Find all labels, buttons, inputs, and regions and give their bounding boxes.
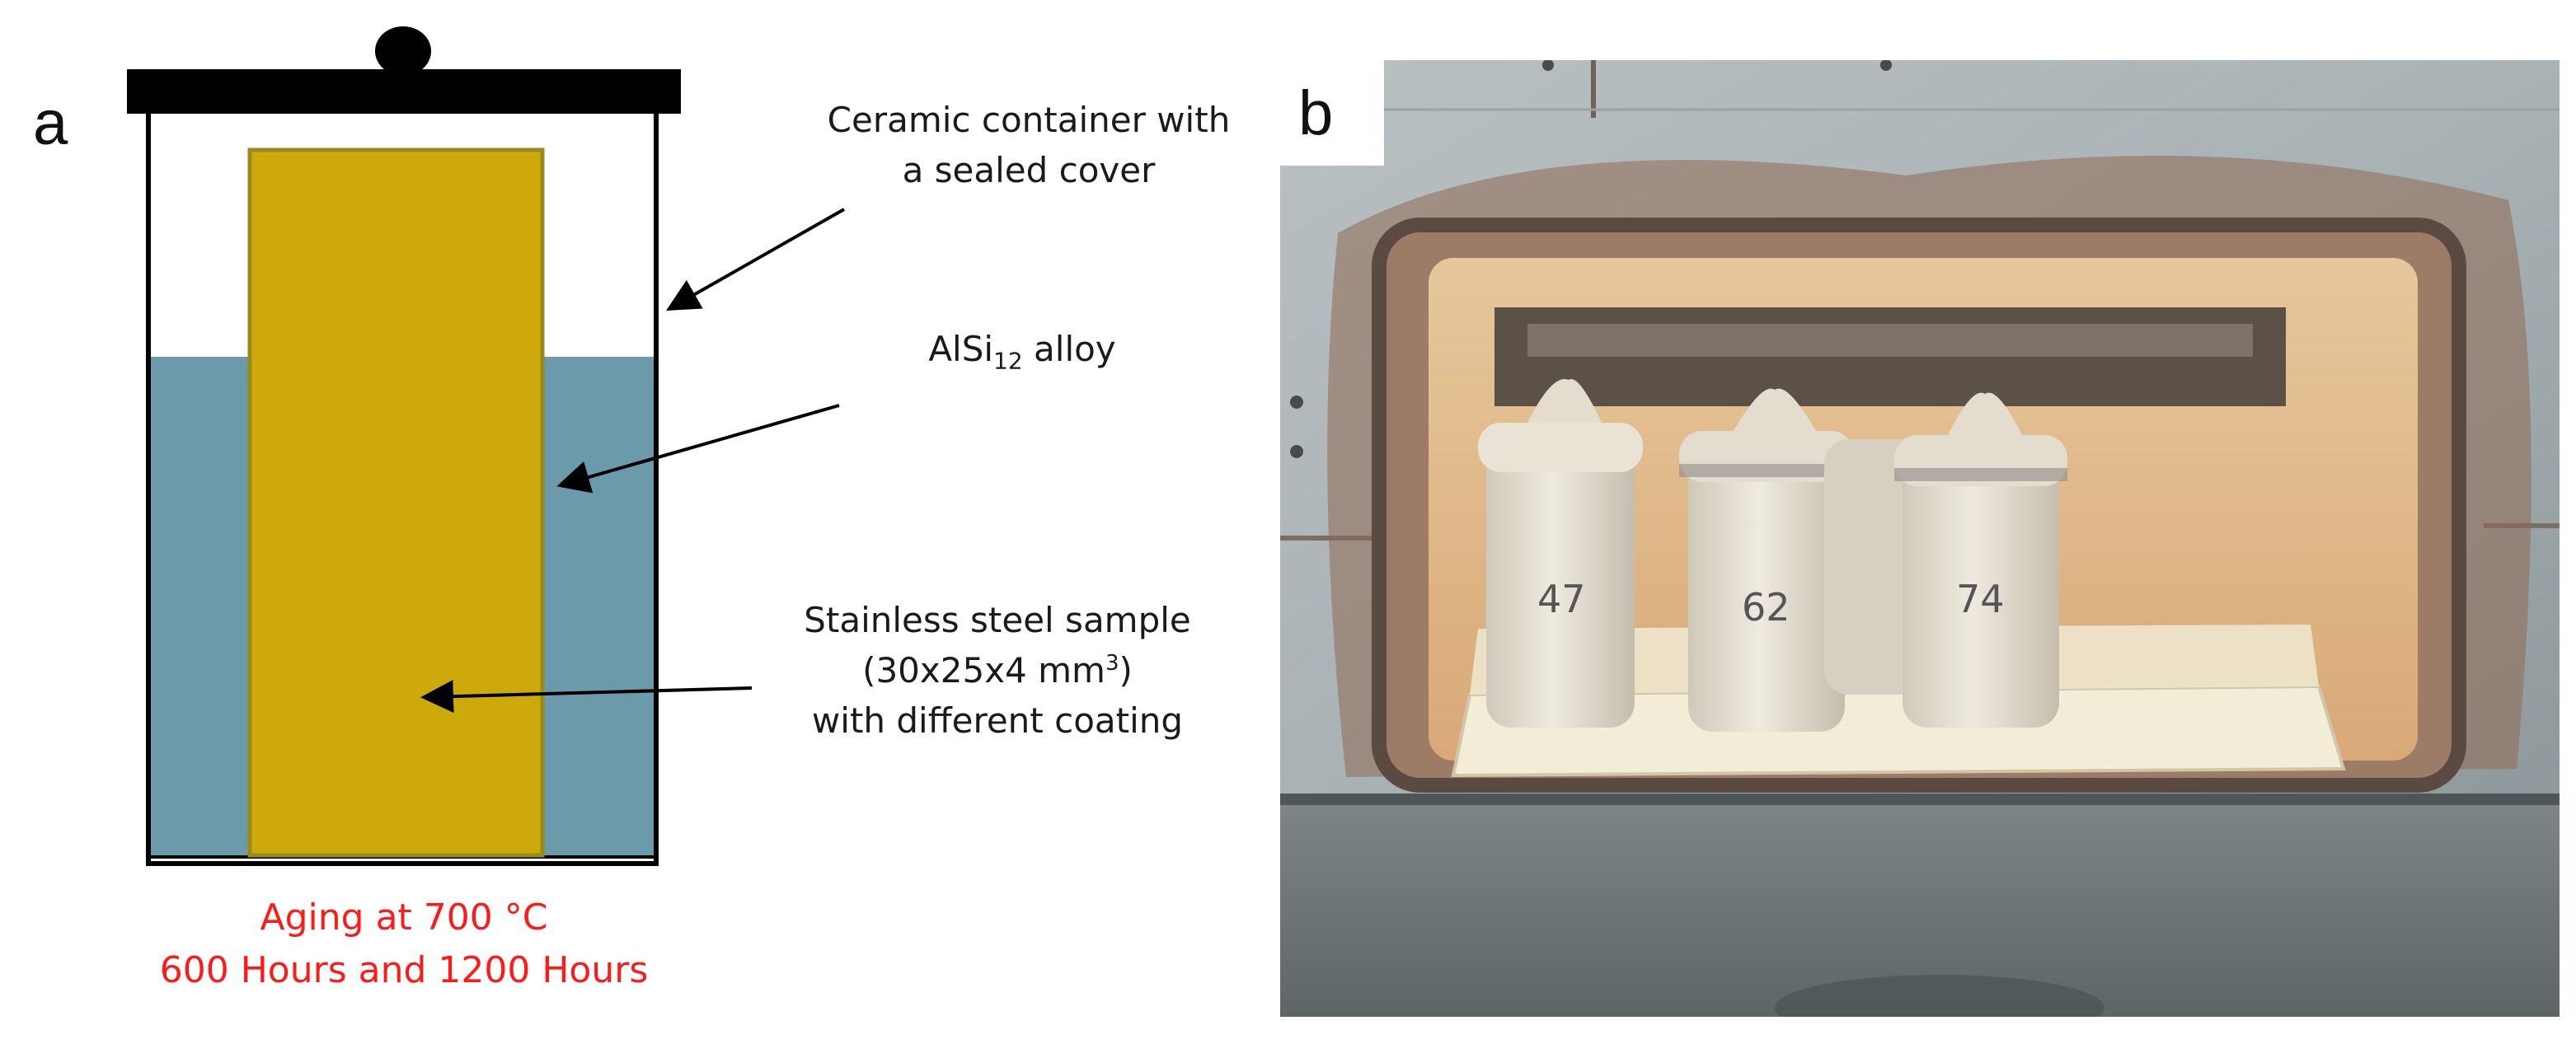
steel-sample xyxy=(247,147,545,858)
alloy-note: AlSi12 alloy xyxy=(824,325,1220,378)
sample-note-line2: (30x25x4 mm3) xyxy=(862,649,1133,691)
container-arrow xyxy=(666,208,845,311)
alloy-suffix: alloy xyxy=(1022,329,1116,369)
aging-caption-line2: 600 Hours and 1200 Hours xyxy=(159,948,649,991)
crucible-jar-1: 47 xyxy=(1478,379,1643,728)
panel-b-label: b xyxy=(1298,78,1334,148)
aging-caption-line1: Aging at 700 °C xyxy=(260,897,548,939)
jar-number-3: 74 xyxy=(1956,577,2005,621)
container-note: Ceramic container with a sealed cover xyxy=(781,96,1276,196)
crucible-jar-3: 74 xyxy=(1824,392,2067,728)
furnace-illustration: 47 62 74 xyxy=(1280,60,2560,1017)
panel-a-label: a xyxy=(33,88,68,158)
alloy-prefix: AlSi xyxy=(928,329,994,369)
sample-note-line1: Stainless steel sample xyxy=(804,600,1191,640)
container-note-line2: a sealed cover xyxy=(902,149,1156,190)
container-diagram xyxy=(127,26,845,866)
sample-note: Stainless steel sample (30x25x4 mm3) wit… xyxy=(734,596,1261,747)
sample-note-line3: with different coating xyxy=(811,700,1184,741)
container-lid xyxy=(127,69,681,114)
furnace-photo: 47 62 74 xyxy=(1280,60,2560,1017)
aging-caption: Aging at 700 °C 600 Hours and 1200 Hours xyxy=(49,892,758,997)
alloy-subscript: 12 xyxy=(993,347,1023,375)
container-note-line1: Ceramic container with xyxy=(827,100,1231,140)
jar-number-2: 62 xyxy=(1742,585,1790,630)
panel-b-label-bg xyxy=(1280,60,1384,166)
jar-number-1: 47 xyxy=(1537,577,1586,621)
crucible-jar-2: 62 xyxy=(1679,388,1854,732)
sample-note-sup: 3 xyxy=(1105,650,1119,676)
sample-arrow xyxy=(420,680,753,714)
alloy-arrow xyxy=(556,404,840,494)
